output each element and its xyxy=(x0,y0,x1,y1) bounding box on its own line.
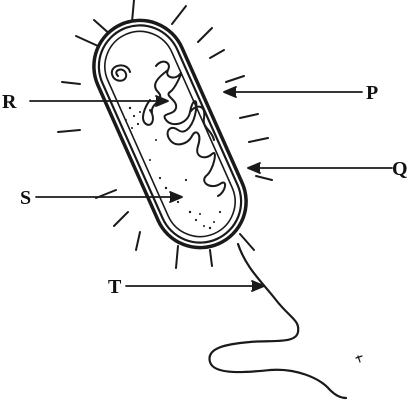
arrowhead-q xyxy=(248,163,260,173)
label-t: T xyxy=(108,276,122,298)
label-r: R xyxy=(2,91,17,113)
stray-mark xyxy=(356,356,362,362)
flagellum xyxy=(209,244,346,398)
label-p: P xyxy=(366,82,378,104)
label-s: S xyxy=(20,187,31,209)
label-q: Q xyxy=(392,158,408,180)
arrowhead-p xyxy=(224,87,236,97)
cell-body xyxy=(79,6,261,263)
